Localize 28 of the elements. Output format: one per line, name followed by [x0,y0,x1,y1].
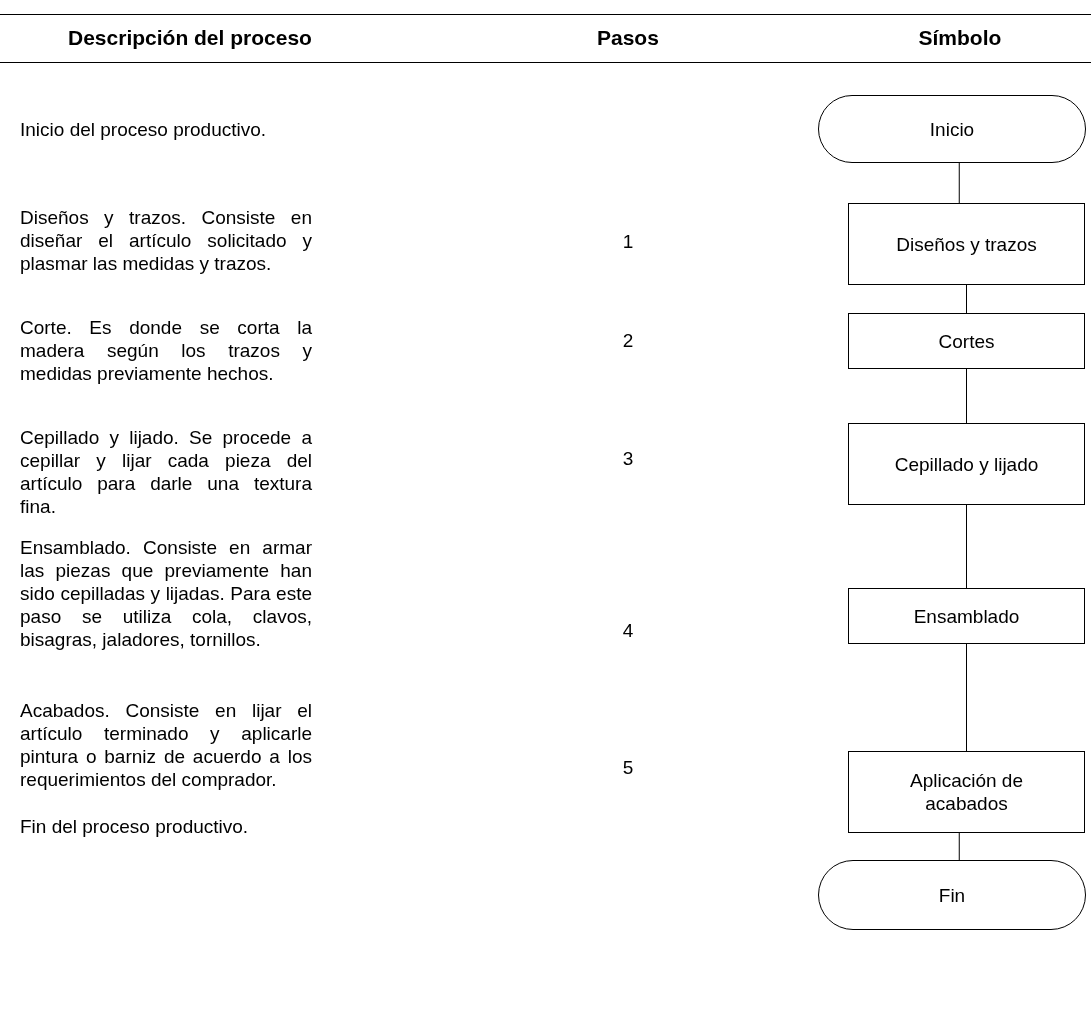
connector-line [966,504,967,589]
step-number: 2 [621,330,635,352]
step-number: 1 [621,231,635,253]
column-header: Símbolo [918,26,1002,50]
step-number: 5 [621,757,635,779]
connector-line [966,643,967,752]
column-header: Descripción del proceso [68,26,312,50]
step-description: Diseños y trazos. Consiste en diseñar el artículo solicitado y plasmar las medidas y trazos. [20,206,312,275]
terminal-shape: Fin [818,860,1086,930]
step-description: Acabados. Consiste en lijar el artículo terminado y aplicarle pintura o barniz de acuerdo a los requerimientos del comprador. [20,699,312,791]
step-number: 4 [621,620,635,642]
process-box: Ensamblado [848,588,1085,644]
process-box: Cortes [848,313,1085,369]
connector-line [966,368,967,424]
connector-line [966,284,967,314]
step-description: Corte. Es donde se corta la madera según los trazos y medidas previamente hechos. [20,316,312,385]
connector-line [958,832,960,861]
process-box: Cepillado y lijado [848,423,1085,505]
terminal-shape: Inicio [818,95,1086,163]
step-description: Fin del proceso productivo. [20,815,250,838]
step-description: Inicio del proceso productivo. [20,118,268,141]
step-number: 3 [621,448,635,470]
step-description: Ensamblado. Consiste en armar las piezas que previamente han sido cepilladas y lijadas. Para este paso se utiliza cola, clavos, bisagras, jaladores, tornillos. [20,536,312,651]
process-box: Diseños y trazos [848,203,1085,285]
column-header: Pasos [597,26,659,50]
step-description: Cepillado y lijado. Se procede a cepillar y lijar cada pieza del artículo para darle una textura fina. [20,426,312,518]
connector-line [958,162,960,204]
process-box: Aplicación de acabados [848,751,1085,833]
